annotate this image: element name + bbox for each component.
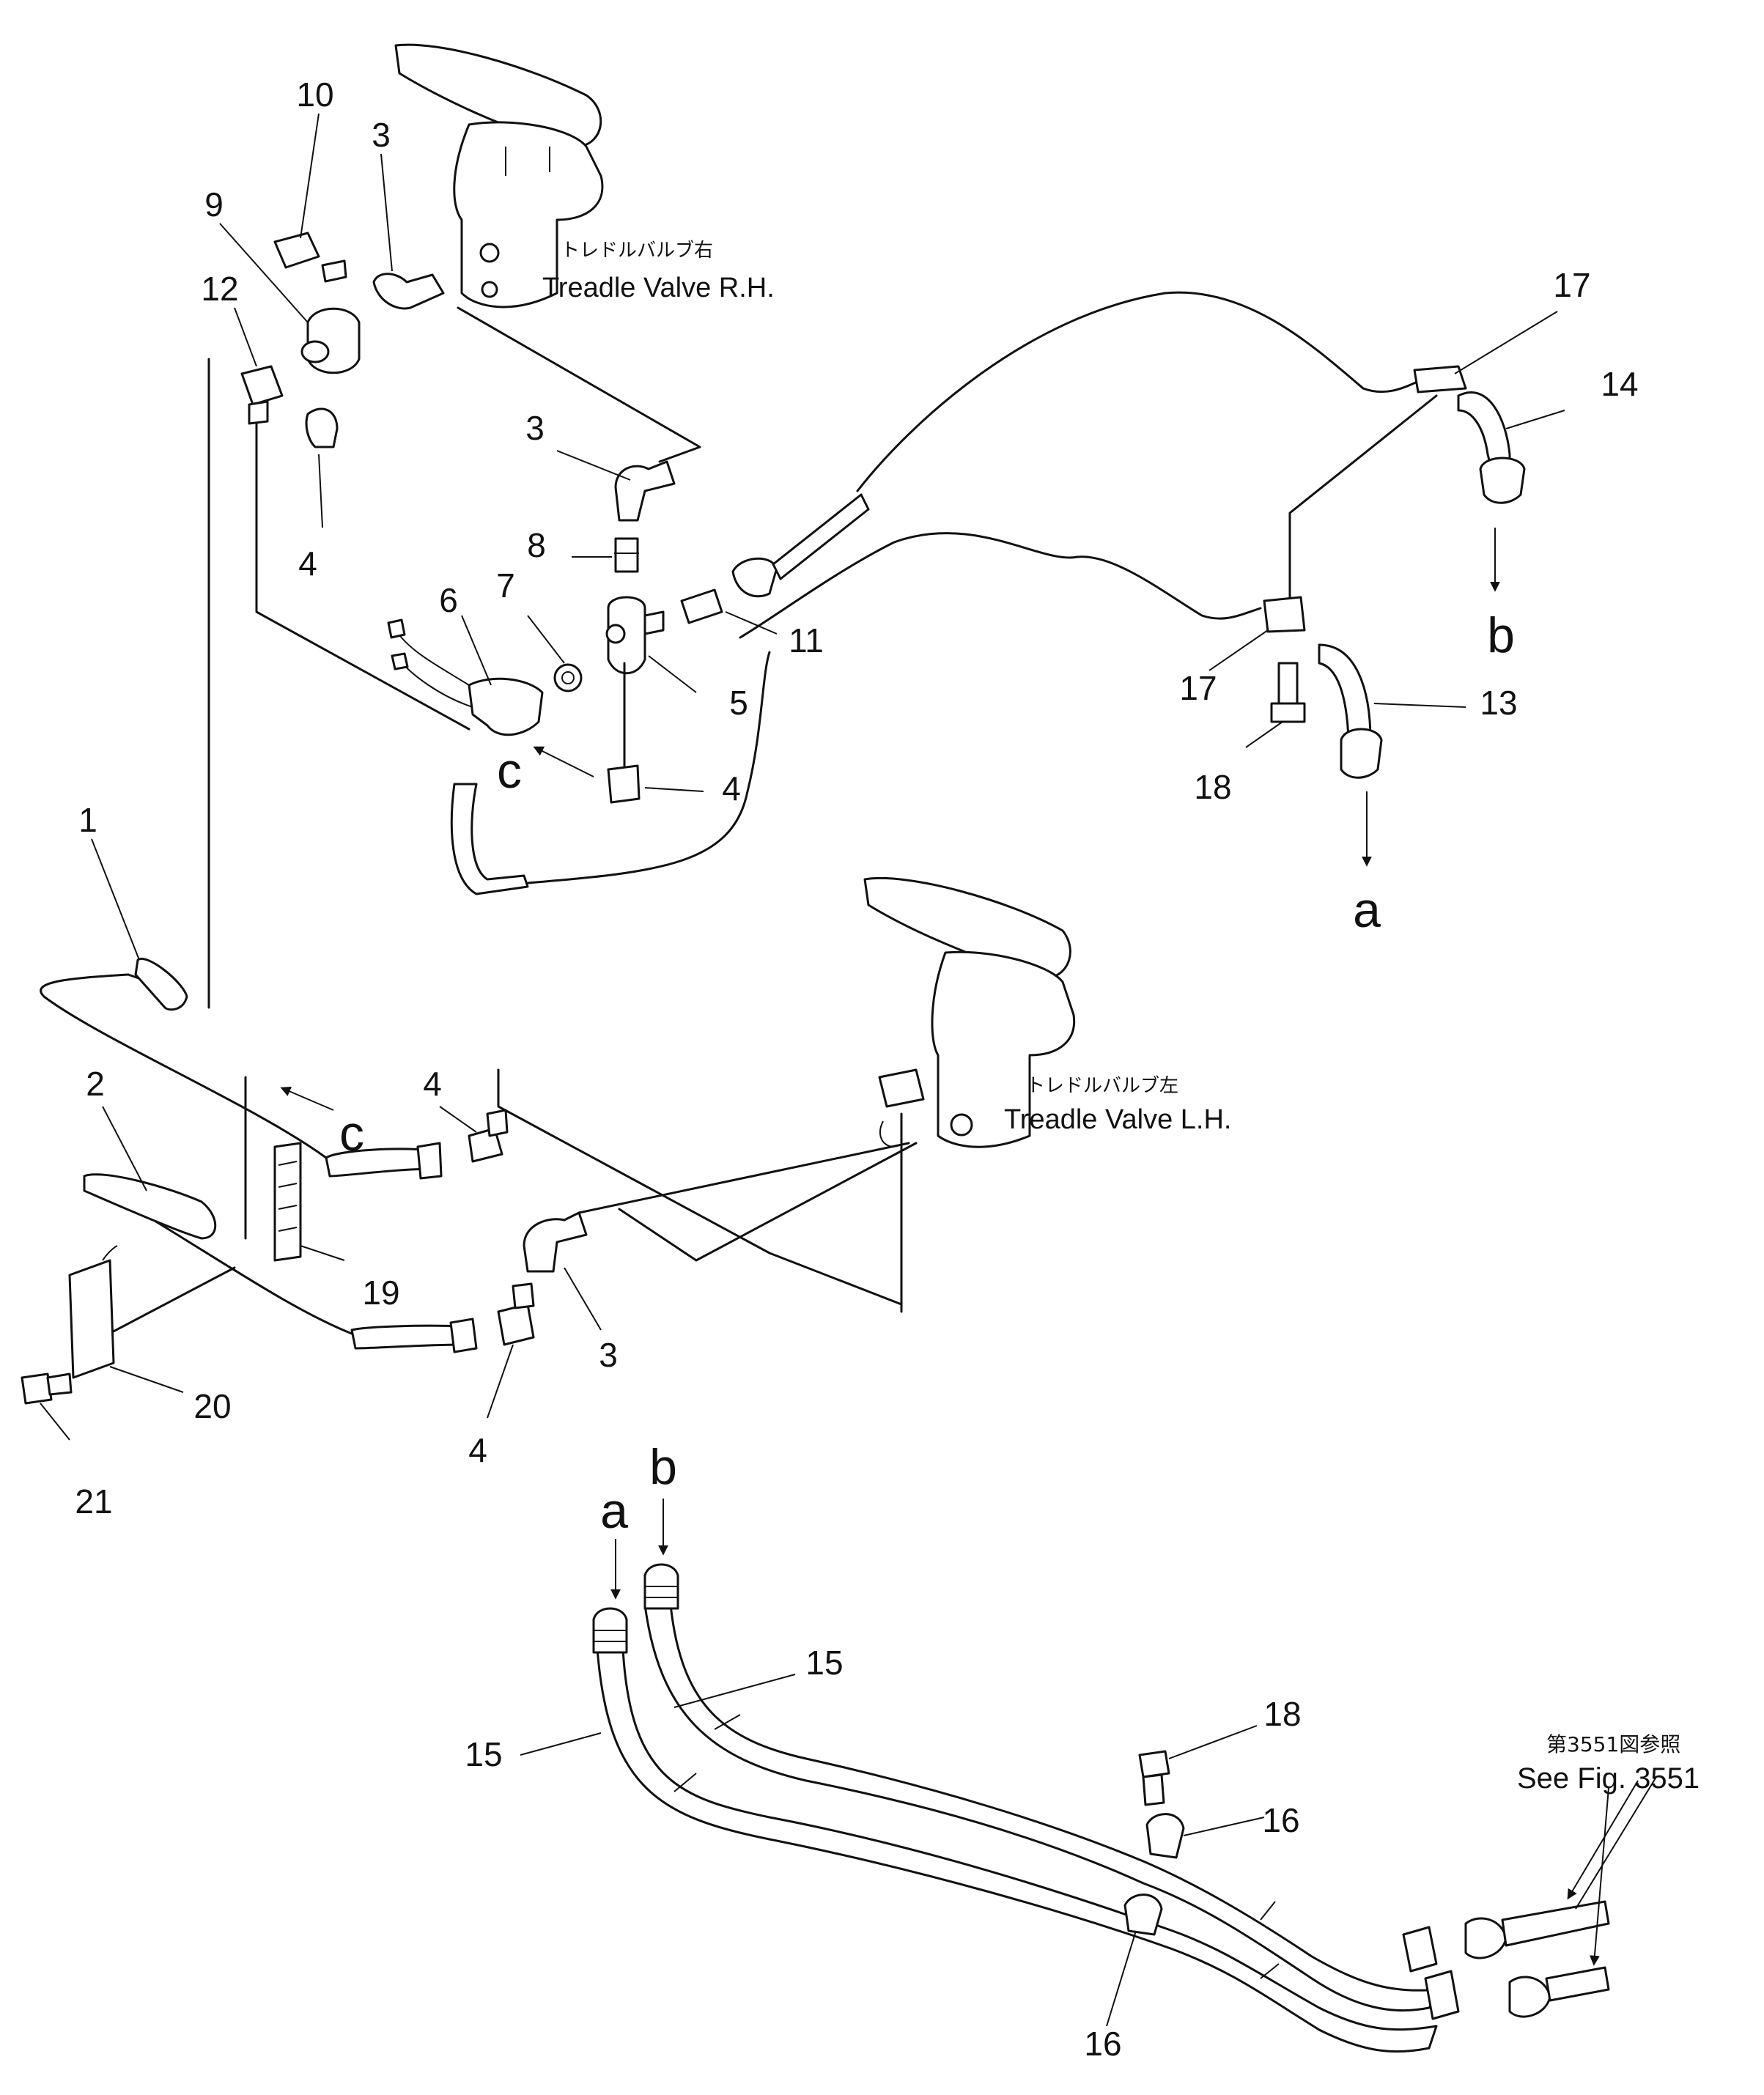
part-number-3: 3 <box>372 116 391 154</box>
part-number-21: 21 <box>75 1482 112 1521</box>
part-number-15: 15 <box>805 1644 843 1682</box>
part-number-17: 17 <box>1179 669 1217 707</box>
leader-lines <box>40 113 1657 2027</box>
part-number-12: 12 <box>201 270 238 308</box>
part-number-8: 8 <box>527 526 546 564</box>
connector-b-lower: b <box>649 1439 677 1495</box>
part-number-11: 11 <box>789 621 824 659</box>
part-number-3: 3 <box>525 409 545 447</box>
connector-c-lower: c <box>339 1106 364 1161</box>
part-number-17: 17 <box>1553 266 1590 304</box>
part-number-15: 15 <box>465 1735 502 1773</box>
part-number-18: 18 <box>1194 768 1231 806</box>
part-number-20: 20 <box>193 1387 231 1425</box>
reference-caption: See Fig. 3551 <box>1517 1762 1700 1795</box>
part-number-3: 3 <box>599 1336 618 1374</box>
part-number-18: 18 <box>1263 1695 1301 1733</box>
part-number-16: 16 <box>1084 2025 1121 2063</box>
fittings-upper <box>240 232 1526 804</box>
part-number-5: 5 <box>729 684 748 722</box>
part-number-19: 19 <box>362 1274 399 1312</box>
part-number-2: 2 <box>86 1065 105 1103</box>
connector-c-upper: c <box>497 743 522 799</box>
reference-caption-jp: 第3551図参照 <box>1546 1732 1680 1756</box>
part-number-9: 9 <box>204 185 224 223</box>
part-number-6: 6 <box>439 581 458 619</box>
valve-lh-caption: Treadle Valve L.H. <box>1004 1104 1231 1135</box>
part-number-7: 7 <box>496 566 515 605</box>
part-number-14: 14 <box>1601 365 1638 403</box>
treadle-valve-rh <box>394 43 604 308</box>
part-number-13: 13 <box>1480 684 1517 722</box>
lower-hoses <box>592 1563 1610 2053</box>
treadle-valve-lh <box>863 876 1076 1148</box>
valve-rh-caption: Treadle Valve R.H. <box>542 273 775 303</box>
connector-a-upper: a <box>1353 882 1381 938</box>
part-number-16: 16 <box>1262 1801 1299 1839</box>
valve-rh-caption-jp: トレドルバルブ右 <box>561 240 713 262</box>
part-number-4: 4 <box>298 544 317 583</box>
valve-lh-caption-jp: トレドルバルブ左 <box>1026 1075 1178 1097</box>
connector-b-upper: b <box>1487 607 1515 663</box>
fittings-lower <box>21 957 588 1405</box>
part-number-4: 4 <box>468 1431 487 1469</box>
part-number-10: 10 <box>296 75 333 114</box>
part-number-4: 4 <box>423 1065 442 1103</box>
tubes <box>40 291 1438 1342</box>
part-number-1: 1 <box>78 801 97 839</box>
connector-a-lower: a <box>600 1483 628 1539</box>
part-number-4: 4 <box>722 769 741 808</box>
